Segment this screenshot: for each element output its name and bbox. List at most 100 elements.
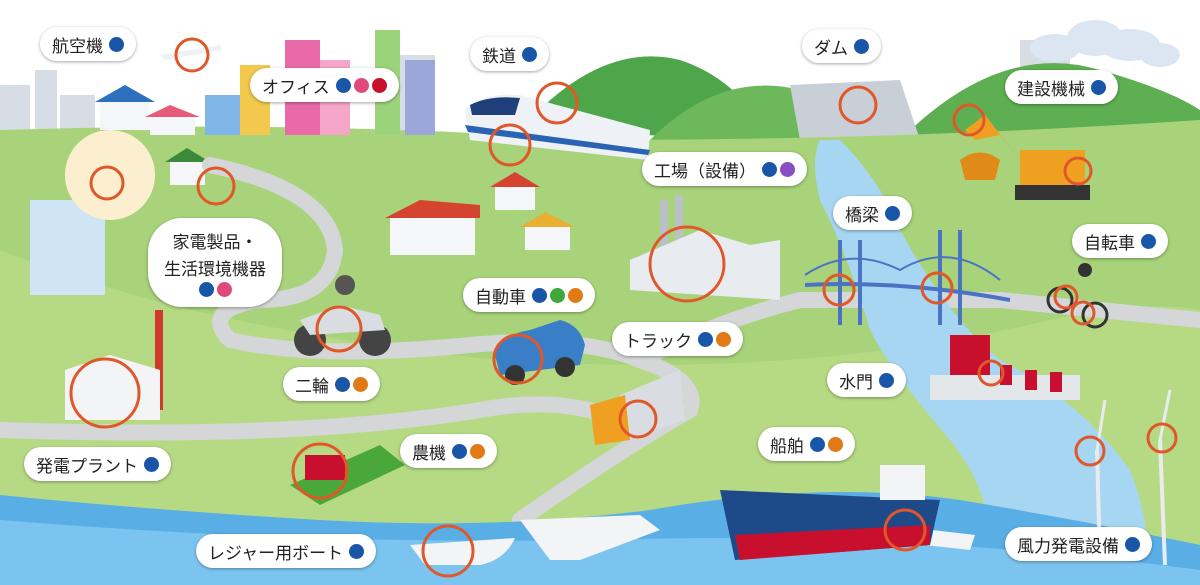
label-ship: 船舶: [758, 427, 855, 461]
red-category-dot: [371, 77, 387, 93]
blue-category-dot: [810, 436, 825, 452]
cargo-ship: [720, 465, 940, 560]
label-truck: トラック: [612, 322, 743, 356]
highlight-circle: [822, 273, 856, 307]
label-dam: ダム: [802, 29, 881, 63]
appliance-bubble: [65, 130, 155, 220]
highlight-circle: [952, 103, 986, 137]
blue-category-dot: [879, 372, 894, 388]
highlight-circle: [648, 225, 726, 303]
highlight-circle: [883, 508, 927, 552]
highlight-circle: [535, 81, 579, 125]
excavator: [960, 115, 1090, 200]
blue-category-dot: [198, 282, 214, 297]
label-powerplant: 発電プラント: [24, 447, 171, 481]
category-dots: [522, 46, 537, 62]
blue-category-dot: [1091, 79, 1106, 95]
highlight-circle: [174, 37, 210, 73]
label-text: 建設機械: [1017, 79, 1085, 100]
green-category-dot: [550, 287, 565, 303]
category-dots: [1091, 79, 1106, 95]
motorcycle: [294, 275, 391, 356]
orange-category-dot: [828, 436, 843, 452]
blue-category-dot: [335, 77, 351, 93]
highlight-circle: [1146, 422, 1178, 454]
orange-category-dot: [470, 443, 485, 459]
category-dots: [335, 376, 368, 392]
floodgate: [930, 335, 1080, 400]
label-text: 農機: [412, 443, 446, 464]
label-railway: 鉄道: [470, 37, 549, 71]
highlight-circle: [1074, 435, 1106, 467]
blue-category-dot: [522, 46, 537, 62]
category-dots: [1141, 233, 1156, 249]
label-bridge: 橋梁: [833, 196, 912, 230]
orange-category-dot: [353, 376, 368, 392]
highlight-circle: [1053, 284, 1079, 310]
label-text: 鉄道: [482, 46, 516, 67]
highlight-circle: [196, 166, 236, 206]
label-factory: 工場（設備）: [642, 152, 807, 186]
label-construction: 建設機械: [1005, 70, 1118, 104]
pink-category-dot: [353, 77, 369, 93]
pink-category-dot: [216, 282, 232, 297]
highlight-circle: [838, 85, 878, 125]
category-dots: [698, 331, 731, 347]
category-dots: [1125, 536, 1140, 552]
category-dots: [349, 543, 365, 559]
highlight-circle: [69, 357, 141, 429]
blue-category-dot: [349, 543, 365, 559]
highlight-circle: [488, 123, 532, 167]
category-dots: [198, 282, 232, 297]
category-dots: [885, 205, 900, 221]
blue-category-dot: [885, 205, 900, 221]
label-text: ダム: [814, 38, 848, 59]
highlight-circle: [920, 271, 954, 305]
blue-category-dot: [452, 443, 467, 459]
dam-wall: [790, 80, 920, 140]
leisure-boat: [410, 538, 515, 565]
label-floodgate: 水門: [827, 363, 906, 397]
label-text: 船舶: [770, 436, 804, 457]
category-dots: [810, 436, 843, 452]
category-dots: [144, 456, 159, 472]
highlight-circle: [89, 165, 125, 201]
category-dots: [879, 372, 894, 388]
label-text: 発電プラント: [36, 456, 138, 477]
airplane: [160, 45, 222, 60]
highlight-circle: [421, 524, 475, 578]
label-office: オフィス: [250, 68, 399, 102]
blue-category-dot: [144, 456, 159, 472]
label-motorcycle: 二輪: [283, 367, 380, 401]
label-text: 家電製品・: [172, 233, 258, 253]
label-text: 工場（設備）: [654, 161, 756, 182]
blue-category-dot: [762, 161, 777, 177]
highlight-circle: [1070, 300, 1096, 326]
label-text: 水門: [839, 372, 873, 393]
category-dots: [854, 38, 869, 54]
orange-category-dot: [716, 331, 731, 347]
factory: [630, 195, 780, 300]
category-dots: [335, 77, 387, 93]
blue-category-dot: [335, 376, 350, 392]
category-dots: [532, 287, 583, 303]
label-wind: 風力発電設備: [1005, 527, 1152, 561]
blue-category-dot: [698, 331, 713, 347]
pier: [520, 515, 660, 560]
orange-category-dot: [568, 287, 583, 303]
category-dots: [452, 443, 485, 459]
cloud: [1030, 20, 1180, 67]
highlight-circle: [492, 333, 544, 385]
label-car: 自動車: [463, 278, 595, 312]
label-bicycle: 自転車: [1072, 224, 1168, 258]
label-text: レジャー用ボート: [208, 543, 344, 564]
label-text: 生活環境機器: [164, 260, 266, 280]
blue-category-dot: [532, 287, 547, 303]
label-text: トラック: [624, 331, 692, 352]
blue-category-dot: [854, 38, 869, 54]
label-text: 風力発電設備: [1017, 536, 1119, 557]
label-text: 自転車: [1084, 233, 1135, 254]
train: [465, 94, 650, 160]
category-dots: [109, 36, 124, 52]
